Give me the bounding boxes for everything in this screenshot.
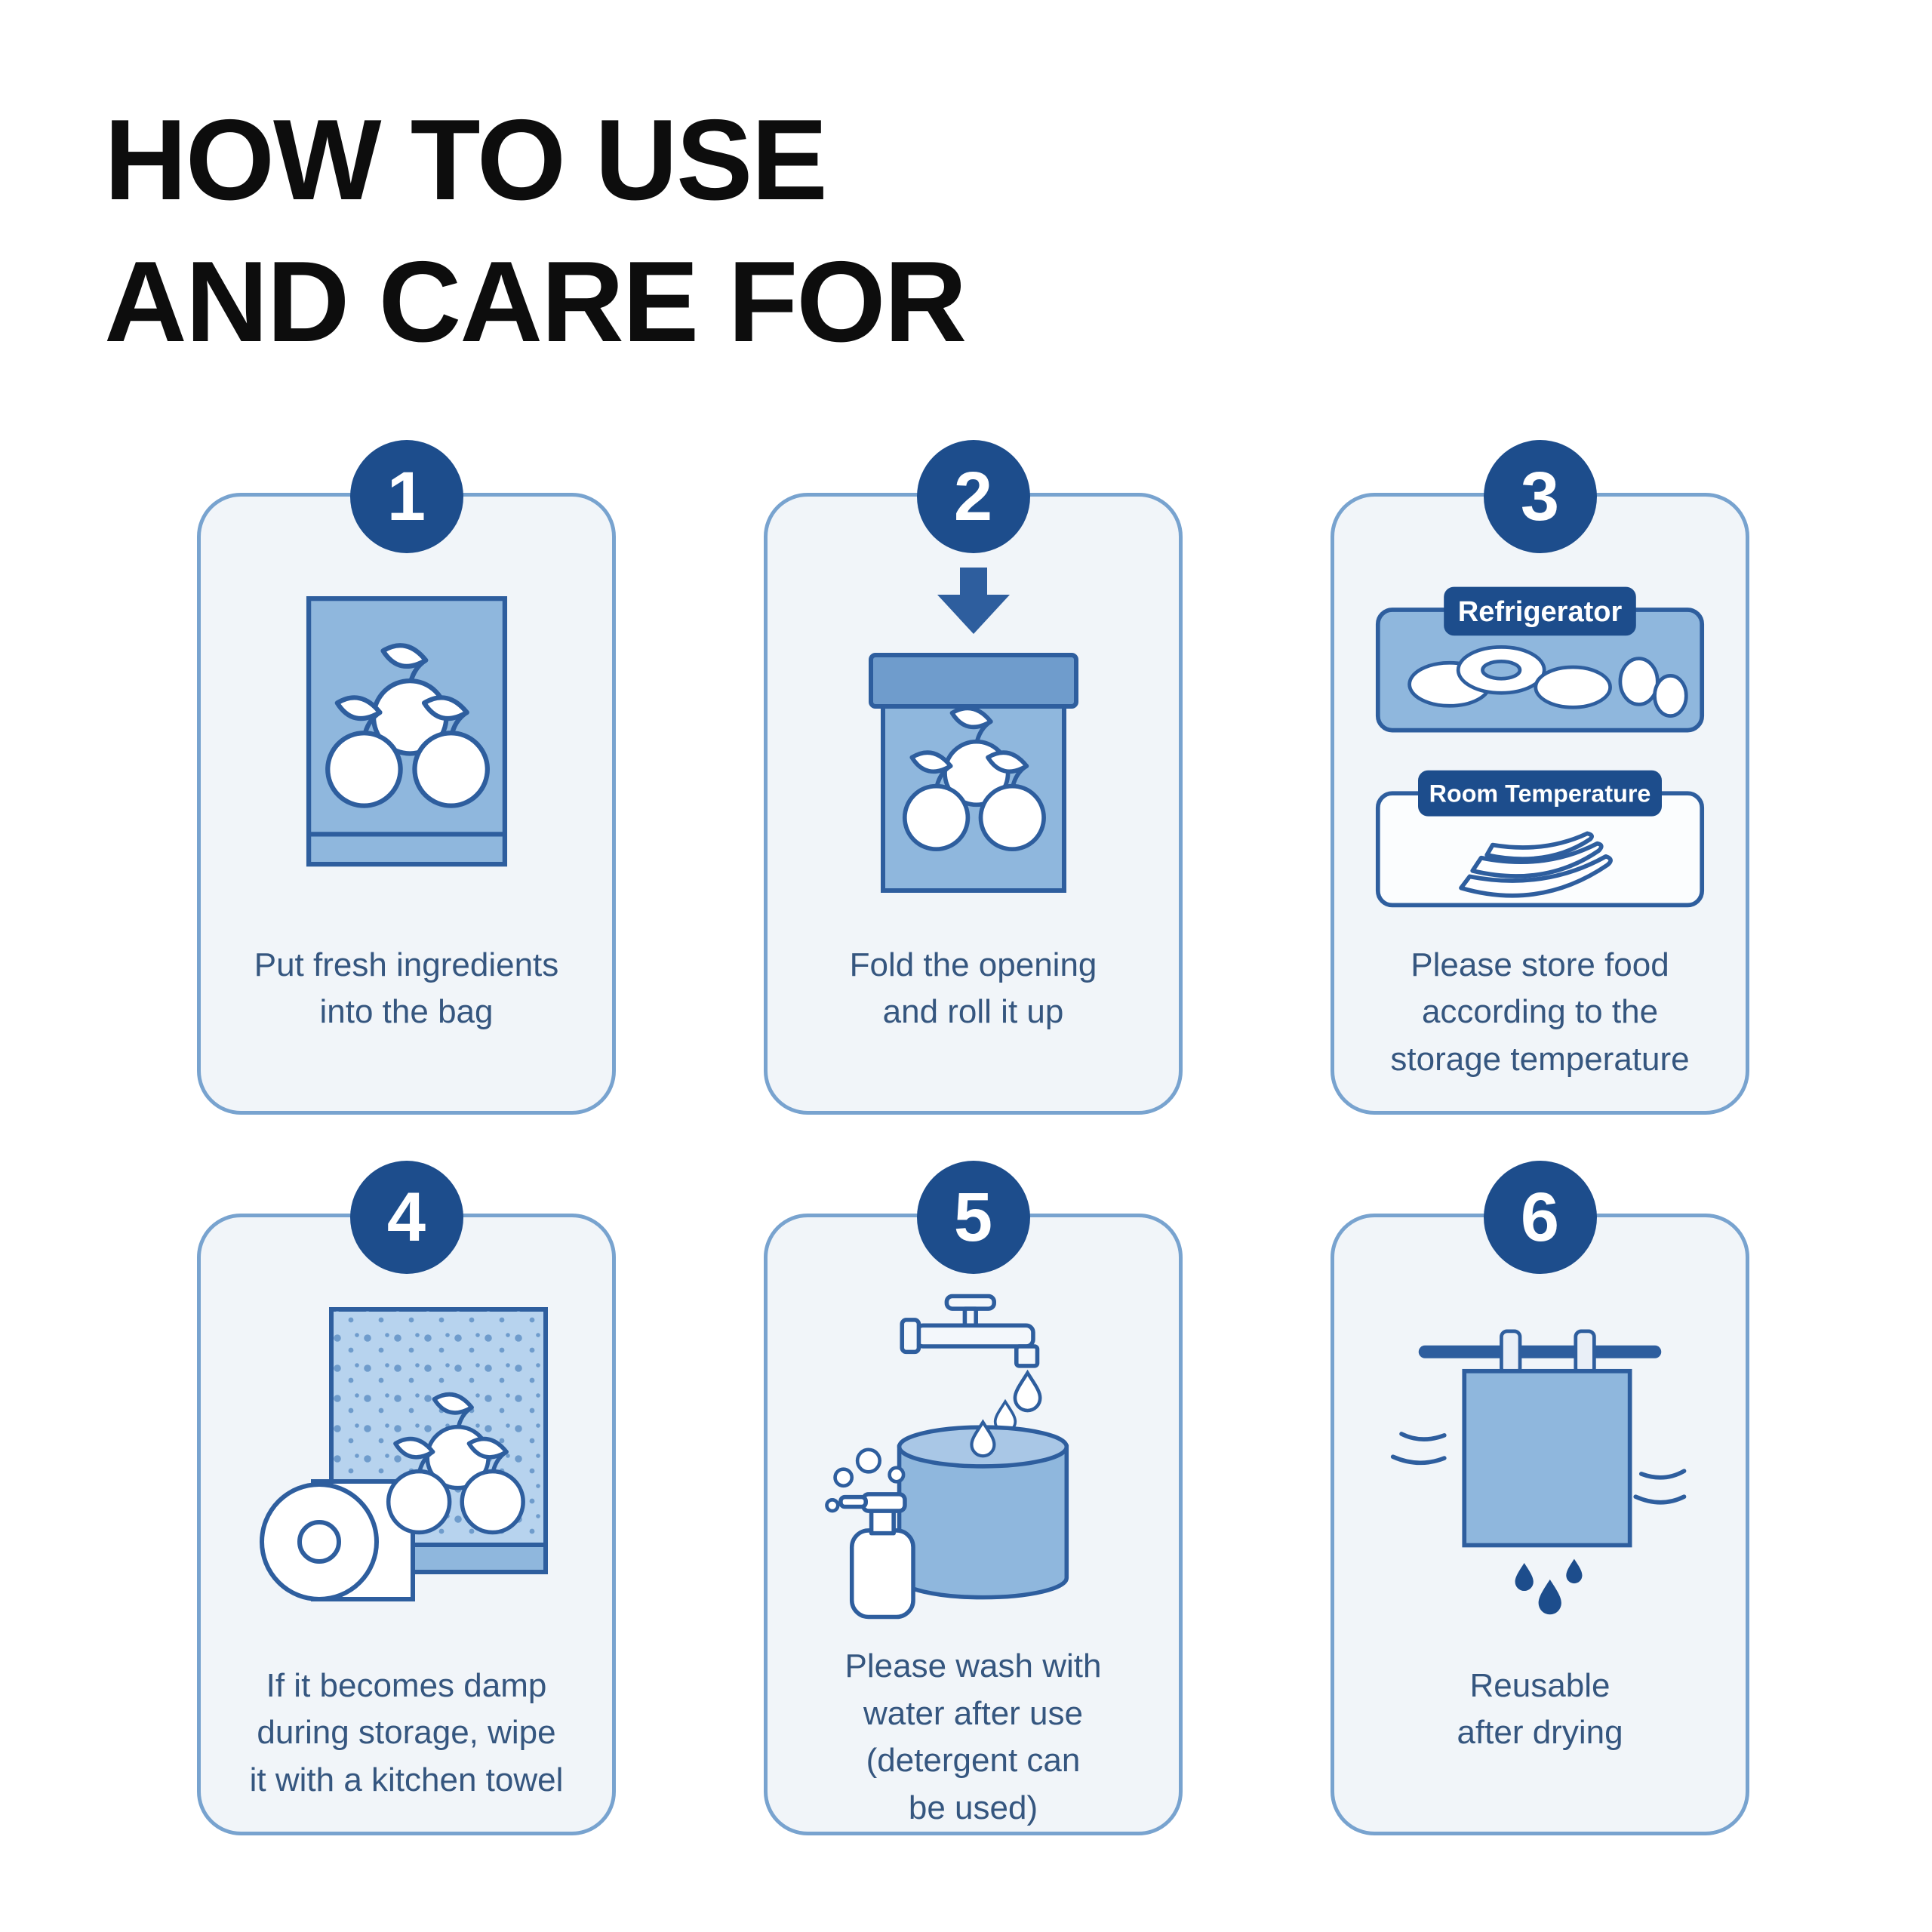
step-4-number: 4	[386, 1178, 426, 1256]
step-4-illustration	[201, 1217, 612, 1663]
step-4-caption: If it becomes damp during storage, wipe …	[249, 1667, 564, 1798]
step-2-caption: Fold the opening and roll it up	[849, 946, 1097, 1031]
banana-icon	[1459, 831, 1613, 898]
refrigerator-label: Refrigerator	[1458, 596, 1623, 628]
bag-with-apples-icon	[306, 596, 507, 867]
step-5-illustration	[768, 1217, 1179, 1643]
step-5-number: 5	[953, 1178, 993, 1256]
step-1-number: 1	[386, 457, 426, 535]
steps-grid: 1	[197, 440, 1749, 1835]
step-card-3: 3 Refrigerator	[1331, 440, 1749, 1115]
step-card-5: 5	[764, 1161, 1183, 1835]
hanging-bag-drying-icon	[1390, 1328, 1687, 1614]
step-3-illustration: Refrigerator Room Temperature	[1334, 497, 1746, 942]
step-2-number: 2	[953, 457, 993, 535]
rod-icon	[1418, 1345, 1662, 1358]
folded-top-icon	[868, 653, 1078, 709]
bag-icon	[1462, 1368, 1632, 1547]
step-5-caption: Please wash with water after use (deterg…	[844, 1647, 1102, 1826]
arrow-down-folded-bag-icon	[868, 568, 1078, 893]
step-3-caption: Please store food according to the stora…	[1390, 946, 1690, 1078]
damp-bag-kitchen-towel-icon	[259, 1307, 548, 1601]
step-2-badge: 2	[916, 440, 1030, 553]
wind-lines-icon	[1390, 1431, 1687, 1505]
bag-icon	[897, 1444, 1069, 1600]
step-6-caption: Reusable after drying	[1457, 1667, 1623, 1752]
meat-icon	[1407, 645, 1612, 709]
step-6-number: 6	[1520, 1178, 1560, 1256]
room-temperature-label: Room Temperature	[1429, 780, 1651, 807]
step-1-illustration	[201, 497, 612, 942]
page-title: HOW TO USE AND CARE FOR	[104, 96, 967, 367]
step-2-illustration	[768, 497, 1179, 942]
step-card-4: 4	[197, 1161, 616, 1835]
step-6-badge: 6	[1483, 1161, 1597, 1274]
water-drop-icon	[993, 1373, 1041, 1434]
step-5-badge: 5	[916, 1161, 1030, 1274]
step-card-1: 1	[197, 440, 616, 1115]
room-temperature-label-pill	[1418, 770, 1662, 817]
step-3-badge: 3	[1483, 440, 1597, 553]
clip-icon	[1500, 1328, 1596, 1376]
faucet-icon	[900, 1294, 1040, 1368]
step-1-badge: 1	[349, 440, 463, 553]
egg-icon	[1618, 656, 1688, 718]
step-card-6: 6	[1331, 1161, 1749, 1835]
arrow-down-icon	[937, 568, 1010, 634]
step-card-2: 2	[764, 440, 1183, 1115]
water-drop-icon	[1515, 1558, 1583, 1614]
step-6-illustration	[1334, 1217, 1746, 1663]
storage-temperature-icon: Refrigerator Room Temperature	[1375, 586, 1705, 907]
step-1-caption: Put fresh ingredients into the bag	[254, 946, 559, 1031]
refrigerator-label-pill	[1444, 586, 1636, 635]
bubbles-icon	[825, 1447, 906, 1513]
wash-faucet-detergent-icon	[825, 1294, 1069, 1620]
towel-roll-icon	[259, 1482, 379, 1601]
step-3-number: 3	[1520, 457, 1560, 535]
detergent-bottle-icon	[838, 1492, 915, 1620]
step-4-badge: 4	[349, 1161, 463, 1274]
